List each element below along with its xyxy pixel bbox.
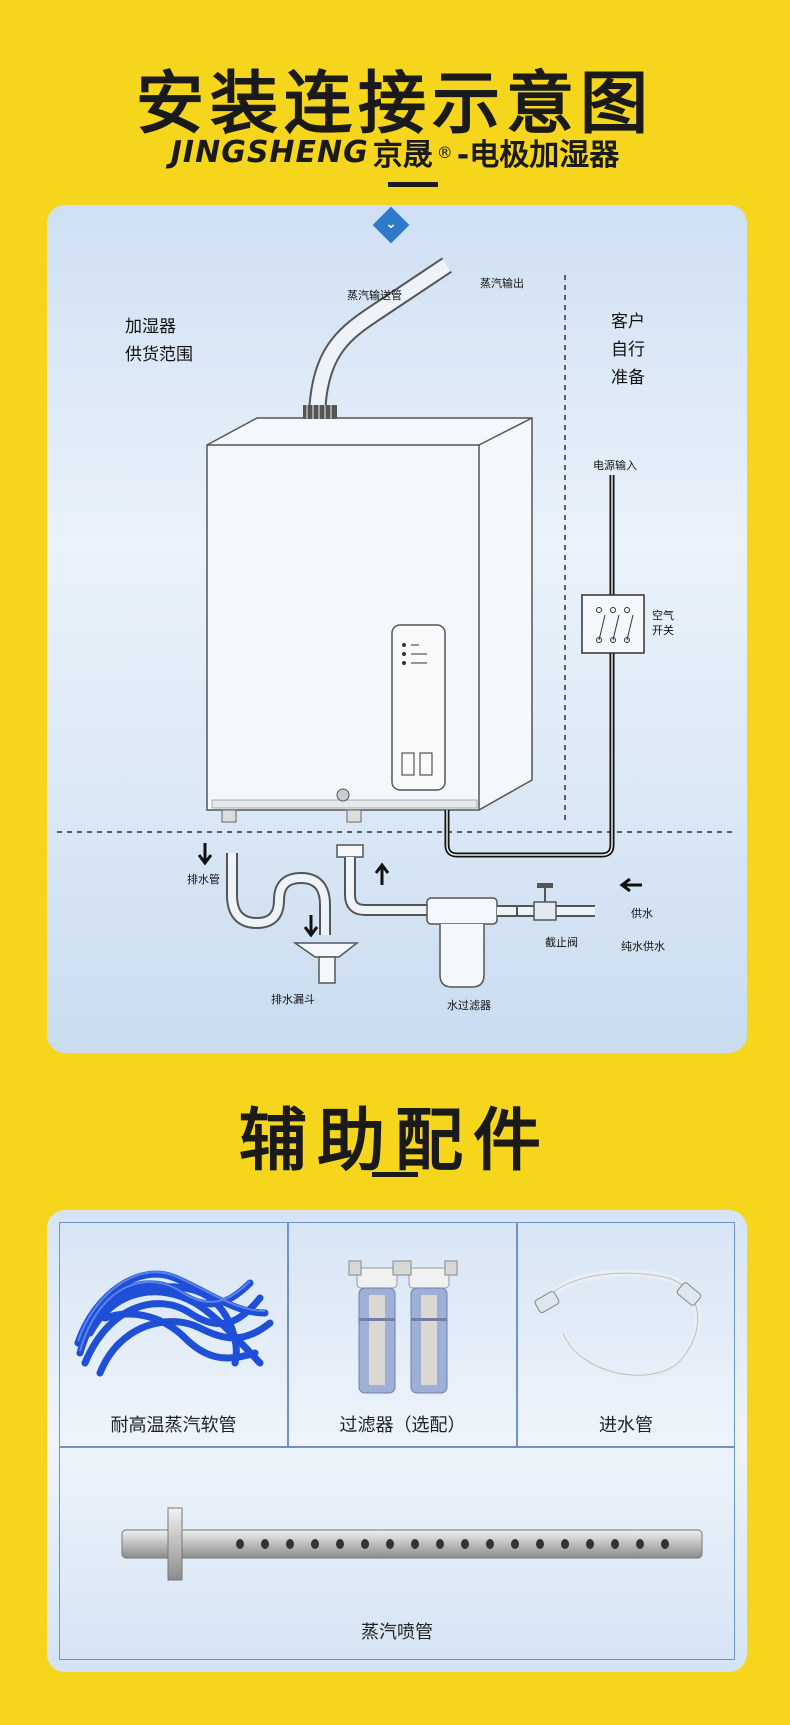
title-underline <box>388 182 438 187</box>
installation-diagram: ⌄ 加湿器 供货范围 客户 自行 准备 蒸汽输送管 蒸汽输出 电源输入 空气 开… <box>47 205 747 1053</box>
section2-underline <box>372 1172 418 1177</box>
accessory-cell-inlet: 进水管 <box>517 1222 735 1447</box>
label-pure-water: 纯水供水 <box>621 940 665 953</box>
steam-hose-image <box>74 1270 274 1377</box>
caption-nozzle: 蒸汽喷管 <box>361 1622 433 1643</box>
label-water-filter: 水过滤器 <box>447 999 491 1012</box>
brand-latin: JINGSHENG <box>170 134 369 170</box>
label-drain-funnel: 排水漏斗 <box>271 993 315 1006</box>
drain-arrow-icon <box>197 843 213 866</box>
page-title: 安装连接示意图 <box>135 65 654 144</box>
diagram-drawing <box>57 257 737 988</box>
steam-nozzle-image <box>121 1507 703 1581</box>
water-inlet-pipe <box>344 857 427 916</box>
water-filter-shape <box>426 897 498 988</box>
caption-inlet: 进水管 <box>599 1415 653 1436</box>
steam-pipe <box>303 257 452 419</box>
accessories-panel: 耐高温蒸汽软管 过滤器（选配） 进 <box>47 1210 747 1672</box>
accessory-cell-hose: 耐高温蒸汽软管 <box>59 1222 288 1447</box>
accessory-cell-filter: 过滤器（选配） <box>288 1222 517 1447</box>
label-power-input: 电源输入 <box>593 459 637 472</box>
shutoff-valve-shape <box>516 883 557 921</box>
section-title-accessories: 辅助配件 <box>238 1102 551 1181</box>
inlet-arrow-icon <box>374 862 390 885</box>
caption-hose: 耐高温蒸汽软管 <box>110 1415 237 1436</box>
label-supply-scope: 加湿器 供货范围 <box>125 317 193 365</box>
label-steam-pipe: 蒸汽输送管 <box>347 289 402 302</box>
drain-funnel-shape <box>292 942 360 984</box>
label-drain-pipe: 排水管 <box>187 873 220 886</box>
brand-suffix: -电极加湿器 <box>456 138 620 173</box>
humidifier-cabinet <box>206 417 533 823</box>
brand-cn: 京晟 <box>372 138 433 173</box>
supply-arrow-icon <box>619 877 642 893</box>
registered-mark: ® <box>436 142 453 162</box>
funnel-arrow-icon <box>303 915 319 938</box>
brand-line: JINGSHENG 京晟 ® -电极加湿器 <box>0 130 790 174</box>
air-switch <box>581 594 645 654</box>
chevron-down-icon: ⌄ <box>385 216 397 232</box>
caption-filter: 过滤器（选配） <box>339 1415 466 1436</box>
label-steam-output: 蒸汽输出 <box>480 277 524 290</box>
accessory-cell-nozzle: 蒸汽喷管 <box>59 1447 735 1660</box>
inlet-pipe-image <box>534 1269 702 1379</box>
label-customer-prepare: 客户 自行 准备 <box>611 312 645 388</box>
filter-image <box>348 1260 458 1394</box>
label-air-switch: 空气 开关 <box>652 609 674 637</box>
label-shutoff-valve: 截止阀 <box>545 936 578 949</box>
label-water-supply: 供水 <box>631 907 653 920</box>
